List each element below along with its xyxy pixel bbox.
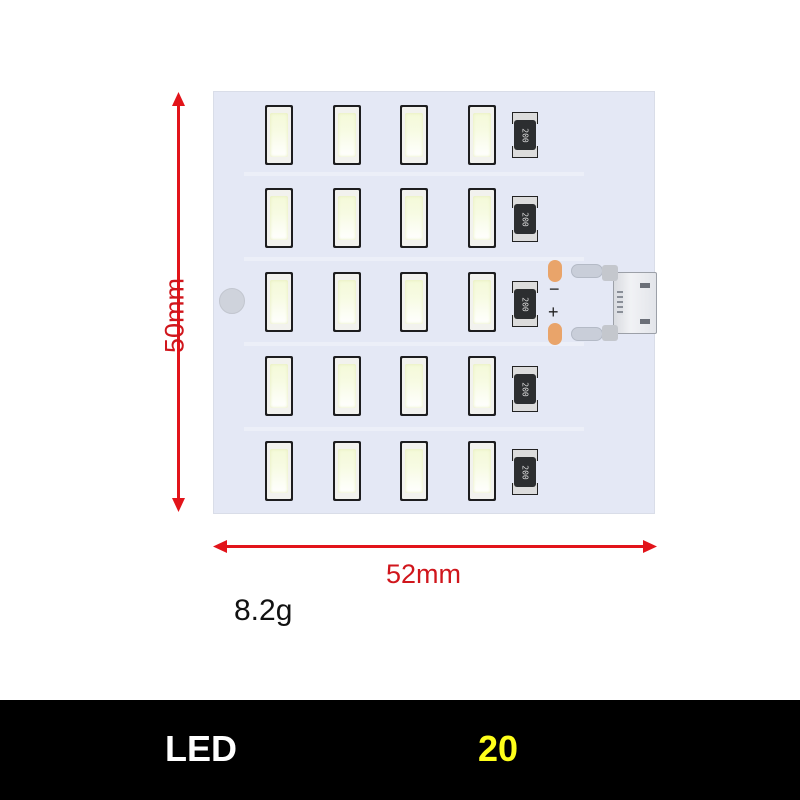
smd-led — [265, 188, 293, 248]
footer-bar: LED 20 — [0, 700, 800, 800]
smd-led — [333, 105, 361, 165]
smd-led — [333, 441, 361, 501]
minus-sign: − — [549, 279, 560, 299]
smd-led — [400, 188, 428, 248]
smd-led — [400, 105, 428, 165]
width-label: 52mm — [386, 559, 462, 589]
footer-led-label: LED — [165, 728, 237, 769]
smd-led — [468, 105, 496, 165]
smd-resistor: 200 — [512, 112, 538, 158]
solder-pad-plus — [548, 323, 562, 345]
smd-led — [333, 356, 361, 416]
smd-resistor: 200 — [512, 196, 538, 242]
solder-pad-minus — [548, 260, 562, 282]
mounting-hole — [219, 288, 245, 314]
smd-led — [468, 356, 496, 416]
smd-led — [333, 272, 361, 332]
smd-resistor: 200 — [512, 449, 538, 495]
board-trace — [244, 172, 584, 176]
usb-tab — [640, 283, 650, 288]
usb-tab — [640, 319, 650, 324]
usb-clip — [602, 265, 618, 281]
usb-pad — [571, 327, 603, 341]
smd-led — [265, 441, 293, 501]
smd-led — [265, 272, 293, 332]
arrow-right-icon — [643, 540, 657, 553]
footer-led-count: 20 — [478, 728, 519, 769]
usb-pad — [571, 264, 603, 278]
plus-sign: + — [548, 302, 559, 322]
usb-pins — [617, 291, 623, 315]
smd-led — [468, 188, 496, 248]
smd-led — [400, 441, 428, 501]
width-dimension-line — [220, 545, 650, 548]
board-trace — [244, 257, 584, 261]
micro-usb-port — [602, 265, 657, 341]
smd-led — [265, 105, 293, 165]
smd-led — [333, 188, 361, 248]
height-label: 50mm — [159, 278, 190, 354]
arrow-up-icon — [172, 92, 185, 106]
smd-resistor: 200 — [512, 366, 538, 412]
arrow-down-icon — [172, 498, 185, 512]
board-trace — [244, 427, 584, 431]
smd-led — [468, 441, 496, 501]
arrow-left-icon — [213, 540, 227, 553]
smd-resistor: 200 — [512, 281, 538, 327]
usb-clip — [602, 325, 618, 341]
weight-label: 8.2g — [234, 594, 293, 627]
height-dimension-line — [177, 96, 180, 508]
board-trace — [244, 342, 584, 346]
smd-led — [400, 272, 428, 332]
smd-led — [468, 272, 496, 332]
smd-led — [400, 356, 428, 416]
smd-led — [265, 356, 293, 416]
